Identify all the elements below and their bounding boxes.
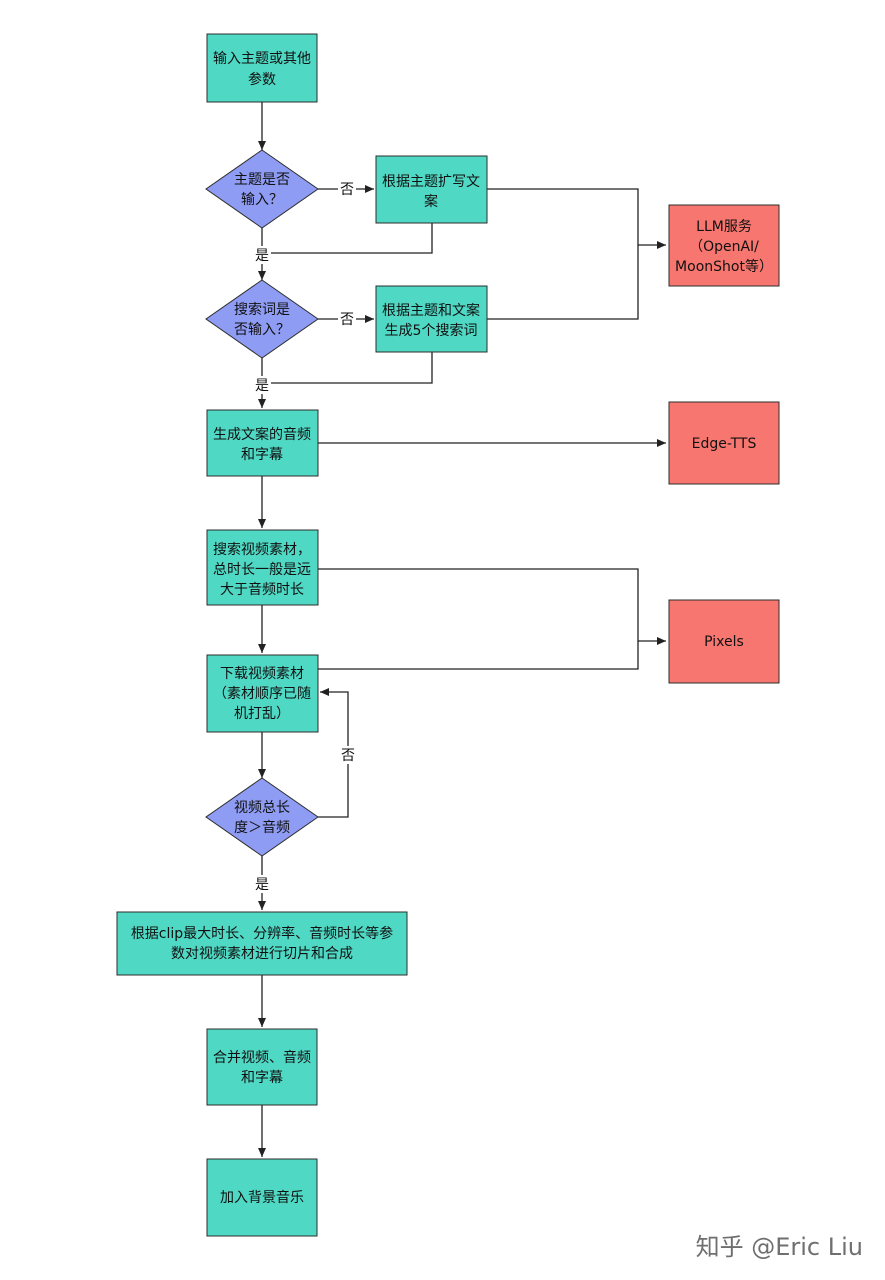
node-label-line: 搜索视频素材， — [213, 541, 311, 558]
node-label-line: 总时长一般是远 — [213, 562, 311, 578]
edge-label-yes: 是 — [255, 877, 269, 893]
node-label-line: 合并视频、音频 — [213, 1049, 311, 1066]
edge-label-no: 否 — [340, 182, 354, 198]
edge-generate-to-llm — [487, 245, 639, 320]
service-pixels: Pixels — [668, 599, 780, 684]
node-background-music: 加入背景音乐 — [206, 1158, 318, 1237]
edge-expand-return — [262, 223, 433, 254]
node-label-line: 生成文案的音频 — [213, 426, 311, 443]
node-label-line: 加入背景音乐 — [220, 1189, 304, 1206]
edge-download-to-pixels — [318, 641, 639, 670]
edge-generate-return — [262, 352, 433, 384]
node-label-line: MoonShot等） — [675, 258, 773, 275]
node-label-line: 参数 — [248, 71, 276, 88]
decision-keywords-entered: 搜索词是 否输入？ — [205, 279, 319, 359]
node-search-videos: 搜索视频素材， 总时长一般是远 大于音频时长 — [206, 529, 319, 606]
node-label-line: 根据主题扩写文 — [382, 174, 480, 190]
edge-expand-to-llm — [487, 188, 666, 249]
node-label-line: 生成5个搜索词 — [385, 322, 478, 339]
node-label-line: 度＞音频 — [234, 819, 290, 836]
edge-search-to-pixels — [318, 568, 666, 645]
node-label-line: 和字幕 — [241, 1070, 283, 1086]
node-label-line: 主题是否 — [234, 172, 290, 188]
node-label-line: 数对视频素材进行切片和合成 — [171, 946, 353, 962]
node-label-line: （素材顺序已随 — [213, 686, 311, 702]
node-label-line: 否输入？ — [234, 322, 290, 338]
node-generate-audio: 生成文案的音频 和字幕 — [206, 409, 319, 477]
node-label-line: 视频总长 — [234, 800, 290, 816]
service-edge-tts: Edge-TTS — [668, 401, 780, 485]
node-merge: 合并视频、音频 和字幕 — [206, 1028, 318, 1106]
node-label-line: 下载视频素材 — [220, 666, 304, 682]
decision-topic-entered: 主题是否 输入？ — [205, 149, 319, 229]
decision-duration-check: 视频总长 度＞音频 — [205, 777, 319, 857]
edge-label-yes: 是 — [255, 378, 269, 394]
edge-label-no: 否 — [341, 748, 355, 764]
node-generate-keywords: 根据主题和文案 生成5个搜索词 — [375, 285, 488, 353]
watermark: 知乎 @Eric Liu — [695, 1233, 863, 1261]
node-label-line: Pixels — [704, 634, 744, 650]
node-clip-compose: 根据clip最大时长、分辨率、音频时长等参 数对视频素材进行切片和合成 — [116, 911, 408, 976]
node-label-line: 和字幕 — [241, 447, 283, 463]
node-label-line: 搜索词是 — [234, 301, 290, 318]
node-label-line: 机打乱） — [234, 705, 290, 722]
node-download-videos: 下载视频素材 （素材顺序已随 机打乱） — [206, 654, 319, 733]
node-label-line: （OpenAI/ — [689, 239, 759, 255]
node-label-line: 案 — [424, 193, 438, 210]
node-label-line: LLM服务 — [696, 219, 752, 235]
node-label-line: Edge-TTS — [692, 436, 757, 452]
connectors — [258, 102, 666, 1157]
node-input-topic: 输入主题或其他 参数 — [206, 33, 318, 103]
node-label-line: 输入主题或其他 — [213, 51, 311, 67]
service-llm: LLM服务 （OpenAI/ MoonShot等） — [668, 204, 780, 287]
node-expand-script: 根据主题扩写文 案 — [375, 155, 488, 224]
edge-label-yes: 是 — [255, 248, 269, 264]
edge-label-no: 否 — [340, 312, 354, 328]
edge-labels: 否 是 否 是 否 是 — [253, 180, 357, 893]
node-label-line: 大于音频时长 — [220, 581, 304, 598]
node-label-line: 根据clip最大时长、分辨率、音频时长等参 — [131, 925, 393, 942]
node-label-line: 输入？ — [241, 192, 283, 208]
node-label-line: 根据主题和文案 — [382, 302, 480, 319]
